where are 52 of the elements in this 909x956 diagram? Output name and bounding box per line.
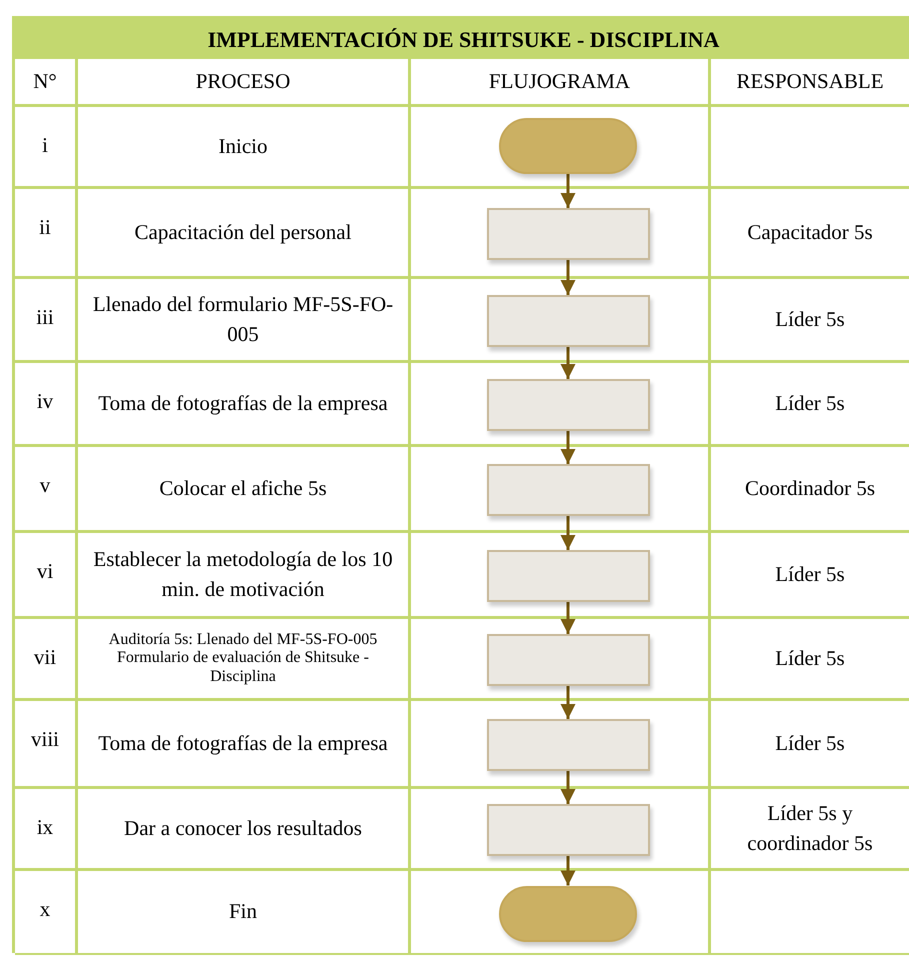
column-header: PROCESO <box>196 68 290 95</box>
process-box <box>486 464 650 516</box>
arrow <box>560 516 576 550</box>
row-number: iv <box>36 388 54 415</box>
process-text: Capacitación del personal <box>134 218 352 246</box>
terminator-shape <box>499 118 637 174</box>
row-number: v <box>40 472 50 499</box>
process-box <box>486 719 650 771</box>
column-header: RESPONSABLE <box>736 68 884 95</box>
process-text: Dar a conocer los resultados <box>124 814 362 842</box>
process-box <box>486 208 650 260</box>
terminator-shape <box>499 886 637 942</box>
table-title: IMPLEMENTACIÓN DE SHITSUKE - DISCIPLINA <box>208 26 720 54</box>
responsible-text: Líder 5s <box>775 730 845 757</box>
row-number: ii <box>39 214 51 241</box>
row-number: viii <box>30 726 59 753</box>
arrow <box>560 771 576 804</box>
process-box <box>486 550 650 602</box>
process-text: Toma de fotografías de la empresa <box>98 390 388 417</box>
process-text: Colocar el afiche 5s <box>159 474 327 502</box>
arrow <box>560 602 576 634</box>
responsible-text: Líder 5s <box>775 644 845 672</box>
arrow <box>560 686 576 719</box>
row-number: ix <box>36 814 54 841</box>
process-text: Inicio <box>218 132 268 160</box>
responsible-text: Líder 5s y coordinador 5s <box>746 800 874 856</box>
row-number: vii <box>34 644 56 671</box>
process-box <box>486 379 650 431</box>
responsible-text: Líder 5s <box>775 560 845 588</box>
row-number: iii <box>36 304 54 331</box>
row-number: vi <box>36 558 54 585</box>
responsible-text: Coordinador 5s <box>744 474 876 502</box>
column-header: N° <box>33 68 57 95</box>
column-header: FLUJOGRAMA <box>488 68 630 95</box>
row-number: i <box>42 132 48 159</box>
process-text: Llenado del formulario MF-5S-FO-005 <box>92 291 394 348</box>
row-number: x <box>40 896 50 923</box>
arrow <box>560 347 576 379</box>
arrow <box>560 260 576 295</box>
responsible-text: Líder 5s <box>775 306 845 333</box>
process-text: Toma de fotografías de la empresa <box>98 730 388 757</box>
process-box <box>486 634 650 686</box>
process-box <box>486 295 650 347</box>
arrow <box>560 856 576 886</box>
responsible-text: Capacitador 5s <box>747 218 873 246</box>
process-text: Establecer la metodología de los 10 min. de motivación <box>92 546 394 602</box>
process-text: Fin <box>228 898 257 926</box>
responsible-text: Líder 5s <box>775 390 845 417</box>
process-text: Auditoría 5s: Llenado del MF-5S-FO-005 Formulario de evaluación de Shitsuke - Disciplina <box>108 630 378 686</box>
arrow <box>560 174 576 208</box>
arrow <box>560 431 576 464</box>
process-box <box>486 804 650 856</box>
